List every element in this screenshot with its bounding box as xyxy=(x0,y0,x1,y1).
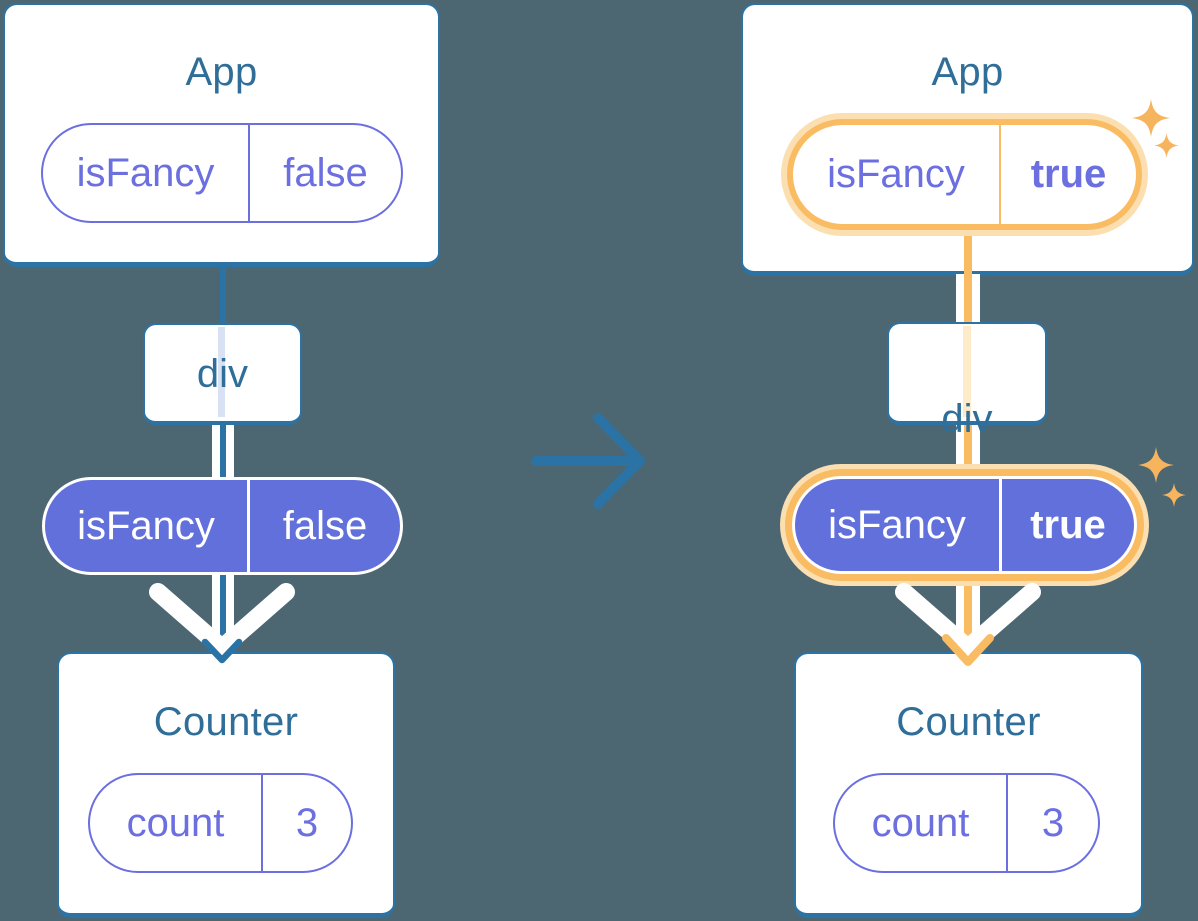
right-prop-pill-value: true xyxy=(999,479,1134,571)
right-arrow-icon xyxy=(531,413,645,509)
sparkle-icon xyxy=(1132,99,1170,137)
right-prop-pill-label: isFancy xyxy=(828,502,966,547)
left-down-arrowhead-icon xyxy=(149,583,295,664)
right-prop-pill: isFancy true xyxy=(792,476,1137,574)
left-div-label: div xyxy=(196,352,249,396)
left-app-state-pill: isFancy false xyxy=(41,123,403,223)
sparkle-icon xyxy=(1138,447,1174,483)
right-count-value: 3 xyxy=(1006,775,1098,871)
right-div-pass-through-line xyxy=(963,326,971,417)
left-div-pass-through-line xyxy=(218,327,225,417)
right-counter-title: Counter xyxy=(896,700,1041,744)
right-app-title: App xyxy=(931,50,1004,94)
right-edge-div-pill xyxy=(964,424,972,477)
right-count-pill: count 3 xyxy=(833,773,1100,873)
left-prop-pill-value: false xyxy=(247,480,400,572)
left-app-state-value: false xyxy=(248,125,401,221)
left-edge-app-div xyxy=(220,266,226,324)
right-count-label: count xyxy=(871,800,970,845)
right-app-state-pill: isFancy true xyxy=(787,119,1142,230)
left-edge-pill-counter xyxy=(220,574,226,652)
left-prop-pill: isFancy false xyxy=(42,477,403,575)
left-count-label: count xyxy=(126,800,225,845)
right-edge-app-div xyxy=(964,236,972,324)
left-count-pill: count 3 xyxy=(88,773,353,873)
left-counter-title: Counter xyxy=(153,700,299,744)
right-edge-pill-counter xyxy=(964,573,972,650)
sparkle-icon xyxy=(1154,133,1179,158)
left-count-value: 3 xyxy=(261,775,351,871)
right-down-arrowhead-icon xyxy=(895,583,1041,666)
right-div-label: div xyxy=(941,397,993,441)
left-app-title: App xyxy=(185,50,258,94)
right-div-node xyxy=(887,322,1047,425)
left-app-state-label: isFancy xyxy=(76,150,215,195)
left-div-node xyxy=(143,323,302,425)
left-edge-div-pill xyxy=(220,424,226,478)
right-app-state-label: isFancy xyxy=(827,152,965,196)
sparkle-icon xyxy=(1162,483,1186,507)
left-prop-pill-label: isFancy xyxy=(77,503,215,548)
right-app-state-value: true xyxy=(999,125,1136,224)
